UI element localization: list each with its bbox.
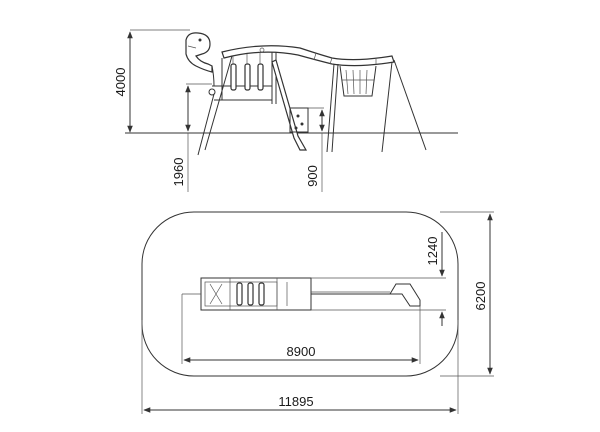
platform-height-label: 1960 (171, 158, 186, 187)
net-swing (339, 65, 377, 97)
total-height-dimension: 4000 (113, 29, 190, 133)
platform-height-dimension: 1960 (171, 83, 212, 192)
safety-zone-width-label: 6200 (473, 282, 488, 311)
equipment-length-dimension: 8900 (181, 293, 421, 364)
dinosaur-head-figure (185, 32, 216, 96)
safety-zone-length-label: 11895 (278, 394, 313, 409)
swing-seats (230, 52, 264, 91)
plan-view: 1240 6200 8900 11895 (141, 211, 494, 414)
slide-exit-label: 900 (305, 165, 320, 187)
climbing-section (212, 52, 277, 104)
equipment-width-dimension: 1240 (311, 232, 446, 326)
safety-zone-length-dimension: 11895 (141, 320, 459, 414)
equipment-width-label: 1240 (425, 237, 440, 266)
elevation-view: 4000 1960 900 (113, 29, 458, 192)
equipment-footprint (200, 277, 421, 311)
total-height-label: 4000 (113, 68, 128, 97)
frame-legs (197, 55, 427, 156)
safety-zone-outline (141, 211, 459, 377)
equipment-length-label: 8900 (287, 344, 316, 359)
safety-zone-width-dimension: 6200 (440, 211, 494, 377)
slide (271, 59, 309, 151)
arch-beam (221, 45, 395, 67)
slide-exit-dimension: 900 (304, 107, 325, 192)
